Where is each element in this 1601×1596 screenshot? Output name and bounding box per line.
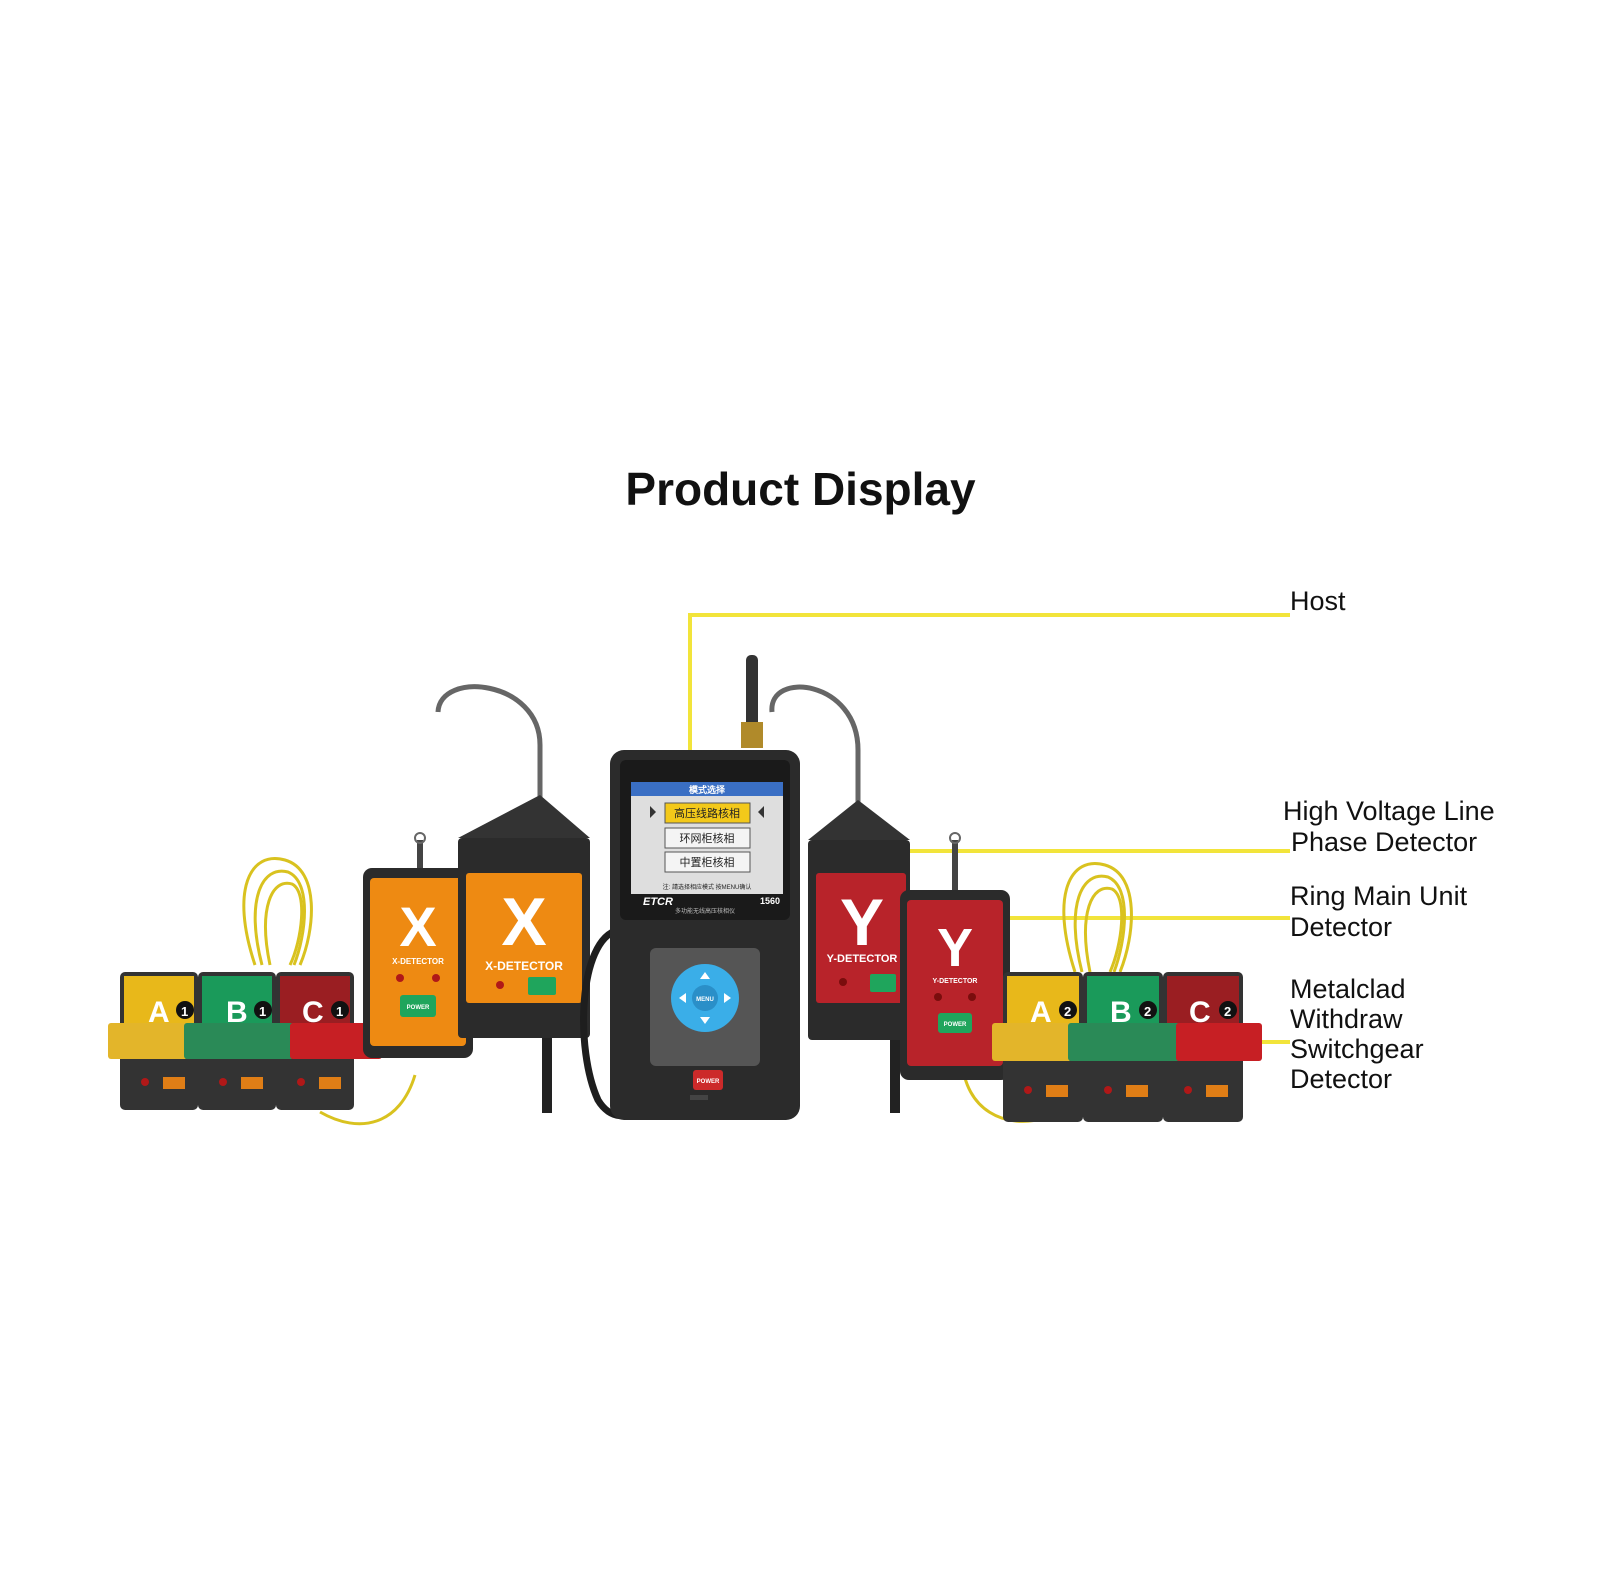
sensor-c1-letter: C (302, 996, 324, 1029)
x-large-letter: X (501, 884, 546, 960)
host-menu-1: 高压线路核相 (674, 806, 740, 820)
callout-metalclad-4: Detector (1290, 1064, 1393, 1094)
sensor-c2-num: 2 (1224, 1004, 1231, 1019)
callout-metalclad-3: Switchgear (1290, 1034, 1424, 1064)
arrow-right-icon (724, 993, 731, 1003)
callout-ring-main: Ring Main Unit Detector (1290, 881, 1467, 943)
x-small-power: POWER (407, 1005, 430, 1011)
y-small-detector: Y Y-DETECTOR POWER (900, 832, 1010, 1080)
sensor-a1-letter: A (148, 996, 170, 1029)
leader-host (688, 613, 1290, 750)
callout-hv-line: High Voltage Line Phase Detector (1283, 796, 1495, 858)
arrow-left-icon (679, 993, 686, 1003)
callout-hv-line-2: Phase Detector (1291, 827, 1478, 857)
sensor-c1-num: 1 (336, 1004, 343, 1019)
host-model: 1560 (760, 896, 780, 906)
host-brand: ETCR (643, 896, 673, 908)
callout-host-label: Host (1290, 586, 1346, 616)
y-large-letter: Y (840, 885, 884, 959)
x-small-letter: X (399, 895, 436, 958)
host-menu-3: 中置柜核相 (680, 855, 735, 869)
sensor-group-right: A 2 B 2 C 2 (992, 972, 1262, 1122)
sensor-a2-letter: A (1030, 996, 1052, 1029)
host-screen-header: 模式选择 (689, 784, 726, 795)
host-keypad-center: MENU (696, 997, 714, 1003)
x-small-detector: X X-DETECTOR POWER (363, 832, 473, 1058)
y-large-detector: Y Y-DETECTOR (769, 684, 910, 1113)
host-screen-footer: 注: 請选择相应模式 按MENU确认 (663, 883, 752, 891)
sensor-a1-num: 1 (181, 1004, 188, 1019)
callout-host: Host (1290, 586, 1346, 617)
callout-metalclad: Metalclad Withdraw Switchgear Detector (1290, 974, 1424, 1094)
sensor-b2-letter: B (1110, 996, 1132, 1029)
sensor-group-left: A 1 B 1 C 1 (108, 972, 382, 1110)
callout-ring-main-1: Ring Main Unit (1290, 881, 1468, 911)
arrow-down-icon (700, 1017, 710, 1024)
host-subtitle: 多功能无线高压核相仪 (675, 907, 735, 915)
callout-hv-line-1: High Voltage Line (1283, 796, 1495, 826)
callout-metalclad-1: Metalclad (1290, 974, 1406, 1004)
y-small-label: Y-DETECTOR (933, 978, 978, 985)
callout-metalclad-2: Withdraw (1290, 1004, 1403, 1034)
callout-ring-main-2: Detector (1290, 912, 1393, 942)
sensor-c2-letter: C (1189, 996, 1211, 1029)
sensor-b1-num: 1 (259, 1004, 266, 1019)
host-power: POWER (697, 1079, 720, 1085)
host-menu-2: 环网柜核相 (680, 831, 735, 845)
y-small-power: POWER (944, 1022, 967, 1028)
sensor-a2-num: 2 (1064, 1004, 1071, 1019)
y-small-letter: Y (937, 918, 973, 978)
page-title: Product Display (625, 463, 976, 515)
arrow-up-icon (700, 972, 710, 979)
callout-lines (688, 613, 1290, 1044)
sensor-b1-letter: B (226, 996, 248, 1029)
x-large-label: X-DETECTOR (485, 959, 563, 973)
sensor-b2-num: 2 (1144, 1004, 1151, 1019)
x-small-label: X-DETECTOR (392, 957, 444, 966)
x-large-detector: X X-DETECTOR (435, 684, 590, 1113)
host-device: 模式选择 高压线路核相 环网柜核相 中置柜核相 注: 請选择相应模式 按MENU… (580, 655, 800, 1120)
y-large-label: Y-DETECTOR (827, 953, 898, 965)
